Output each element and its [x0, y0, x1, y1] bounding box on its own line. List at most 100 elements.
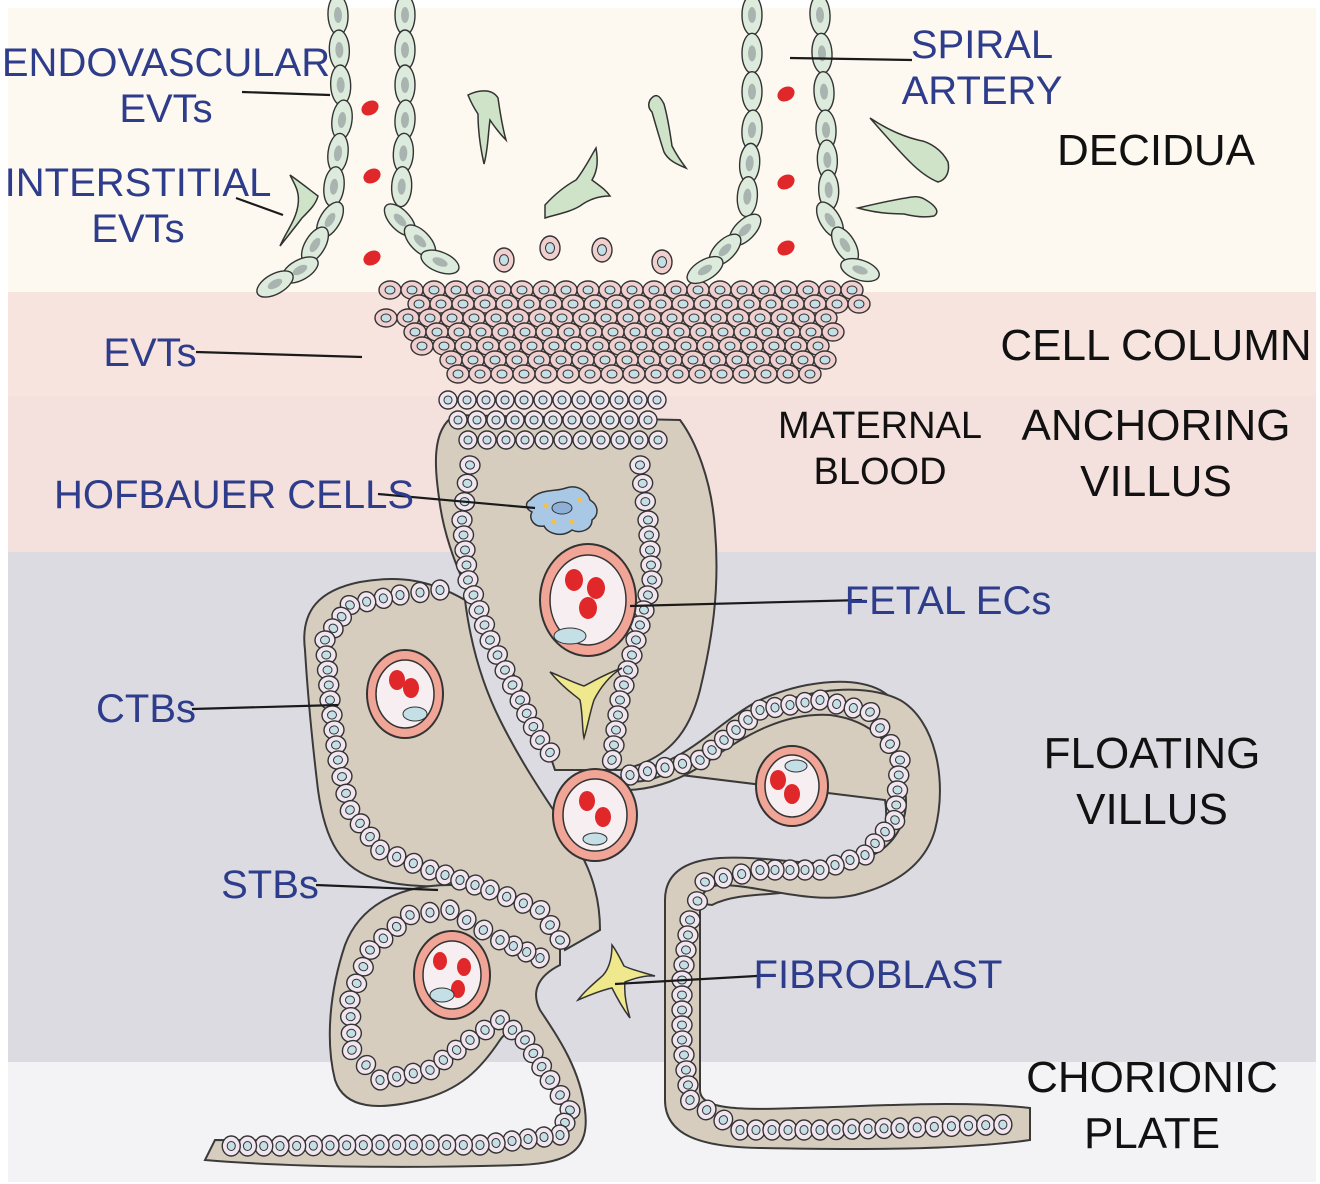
cytotrophoblast-cell [516, 431, 534, 449]
evt-cell [711, 365, 733, 383]
evt-cell [755, 365, 777, 383]
cytotrophoblast-cell [471, 1135, 489, 1155]
evt-cell [601, 365, 623, 383]
cytotrophoblast-cell [239, 1136, 257, 1156]
cytotrophoblast-cell [321, 1135, 339, 1155]
evt-cell [540, 236, 560, 260]
cytotrophoblast-cell [525, 411, 543, 429]
cytotrophoblast-cell [591, 391, 609, 409]
cytotrophoblast-cell [255, 1136, 273, 1156]
evt-cell [689, 365, 711, 383]
cytotrophoblast-cell [942, 1116, 961, 1137]
cytotrophoblast-cell [534, 391, 552, 409]
evt-cell [411, 337, 433, 355]
fetal-vessel-1 [540, 544, 636, 656]
red-blood-cell [433, 952, 447, 970]
red-blood-cell [770, 770, 786, 790]
evt-cell [535, 365, 557, 383]
evt-cell [579, 365, 601, 383]
label-fetal-ecs: FETAL ECs [845, 579, 1052, 623]
fetal-vessel-3 [553, 769, 637, 861]
endovascular-evt-cell [742, 72, 762, 112]
cytotrophoblast-cell [497, 431, 515, 449]
fetal-vessel-5 [414, 931, 490, 1019]
cytotrophoblast-cell [582, 411, 600, 429]
cytotrophoblast-cell [421, 1135, 439, 1155]
cytotrophoblast-cell [388, 1135, 406, 1155]
cytotrophoblast-cell [648, 391, 666, 409]
cytotrophoblast-cell [438, 1135, 456, 1155]
evt-cell [494, 248, 514, 272]
cytotrophoblast-cell [496, 391, 514, 409]
evt-cell [645, 365, 667, 383]
cytotrophoblast-cell [592, 431, 610, 449]
cytotrophoblast-cell [454, 1135, 472, 1155]
label-hofbauer-cells: HOFBAUER CELLS [54, 473, 414, 517]
red-blood-cell [457, 958, 471, 976]
evt-cell [557, 365, 579, 383]
evt-cell [799, 365, 821, 383]
cytotrophoblast-cell [354, 1135, 372, 1155]
evt-cell [592, 238, 612, 262]
cytotrophoblast-cell [763, 1120, 781, 1140]
cytotrophoblast-cell [449, 411, 467, 429]
cytotrophoblast-cell [271, 1136, 289, 1156]
red-blood-cell [403, 678, 419, 698]
endovascular-evt-cell [742, 33, 762, 73]
cytotrophoblast-cell [544, 411, 562, 429]
evt-cell [447, 365, 469, 383]
cytotrophoblast-cell [554, 431, 572, 449]
cytotrophoblast-cell [573, 431, 591, 449]
layer-label-decidua: DECIDUA [1057, 126, 1256, 175]
cytotrophoblast-cell [487, 411, 505, 429]
label-ctbs: CTBs [96, 687, 196, 731]
cytotrophoblast-cell [468, 411, 486, 429]
red-blood-cell [389, 670, 405, 690]
red-blood-cell [565, 569, 583, 591]
cytotrophoblast-cell [563, 411, 581, 429]
cytotrophoblast-cell [404, 1135, 422, 1155]
cytotrophoblast-cell [731, 1120, 749, 1140]
evt-cell [777, 365, 799, 383]
endovascular-evt-cell [742, 0, 762, 35]
cytotrophoblast-cell [747, 1120, 765, 1140]
cytotrophoblast-cell [553, 391, 571, 409]
layer-label-cell-column: CELL COLUMN [1000, 321, 1311, 370]
cytotrophoblast-cell [341, 1024, 362, 1043]
cytotrophoblast-cell [976, 1115, 995, 1136]
cytotrophoblast-cell [478, 431, 496, 449]
evt-cell [848, 295, 870, 313]
evt-cell [822, 323, 844, 341]
cytotrophoblast-cell [572, 391, 590, 409]
cytotrophoblast-cell [779, 1120, 797, 1140]
evt-cell [375, 309, 397, 327]
evt-cell [469, 365, 491, 383]
cytotrophoblast-cell [994, 1114, 1013, 1135]
evt-cell [623, 365, 645, 383]
endovascular-evt-cell [395, 65, 415, 105]
cytotrophoblast-cell [459, 431, 477, 449]
cytotrophoblast-cell [611, 431, 629, 449]
fetal-vessel-4 [756, 746, 828, 826]
evt-cell [814, 351, 836, 369]
cytotrophoblast-cell [610, 391, 628, 409]
red-blood-cell [595, 807, 611, 827]
cytotrophoblast-cell [908, 1117, 927, 1138]
cytotrophoblast-cell [439, 391, 457, 409]
cytotrophoblast-cell [620, 411, 638, 429]
cytotrophoblast-cell [371, 1135, 389, 1155]
cytotrophoblast-cell [630, 431, 648, 449]
red-blood-cell [784, 784, 800, 804]
cytotrophoblast-cell [288, 1136, 306, 1156]
cytotrophoblast-cell [304, 1136, 322, 1156]
evt-cell [513, 365, 535, 383]
cytotrophoblast-cell [535, 431, 553, 449]
cytotrophoblast-cell [649, 431, 667, 449]
cytotrophoblast-cell [340, 991, 361, 1010]
cytotrophoblast-cell [639, 411, 657, 429]
label-fibroblast: FIBROBLAST [754, 953, 1003, 997]
cytotrophoblast-cell [629, 391, 647, 409]
cytotrophoblast-cell [601, 411, 619, 429]
evt-cell [667, 365, 689, 383]
evt-cell [379, 281, 401, 299]
